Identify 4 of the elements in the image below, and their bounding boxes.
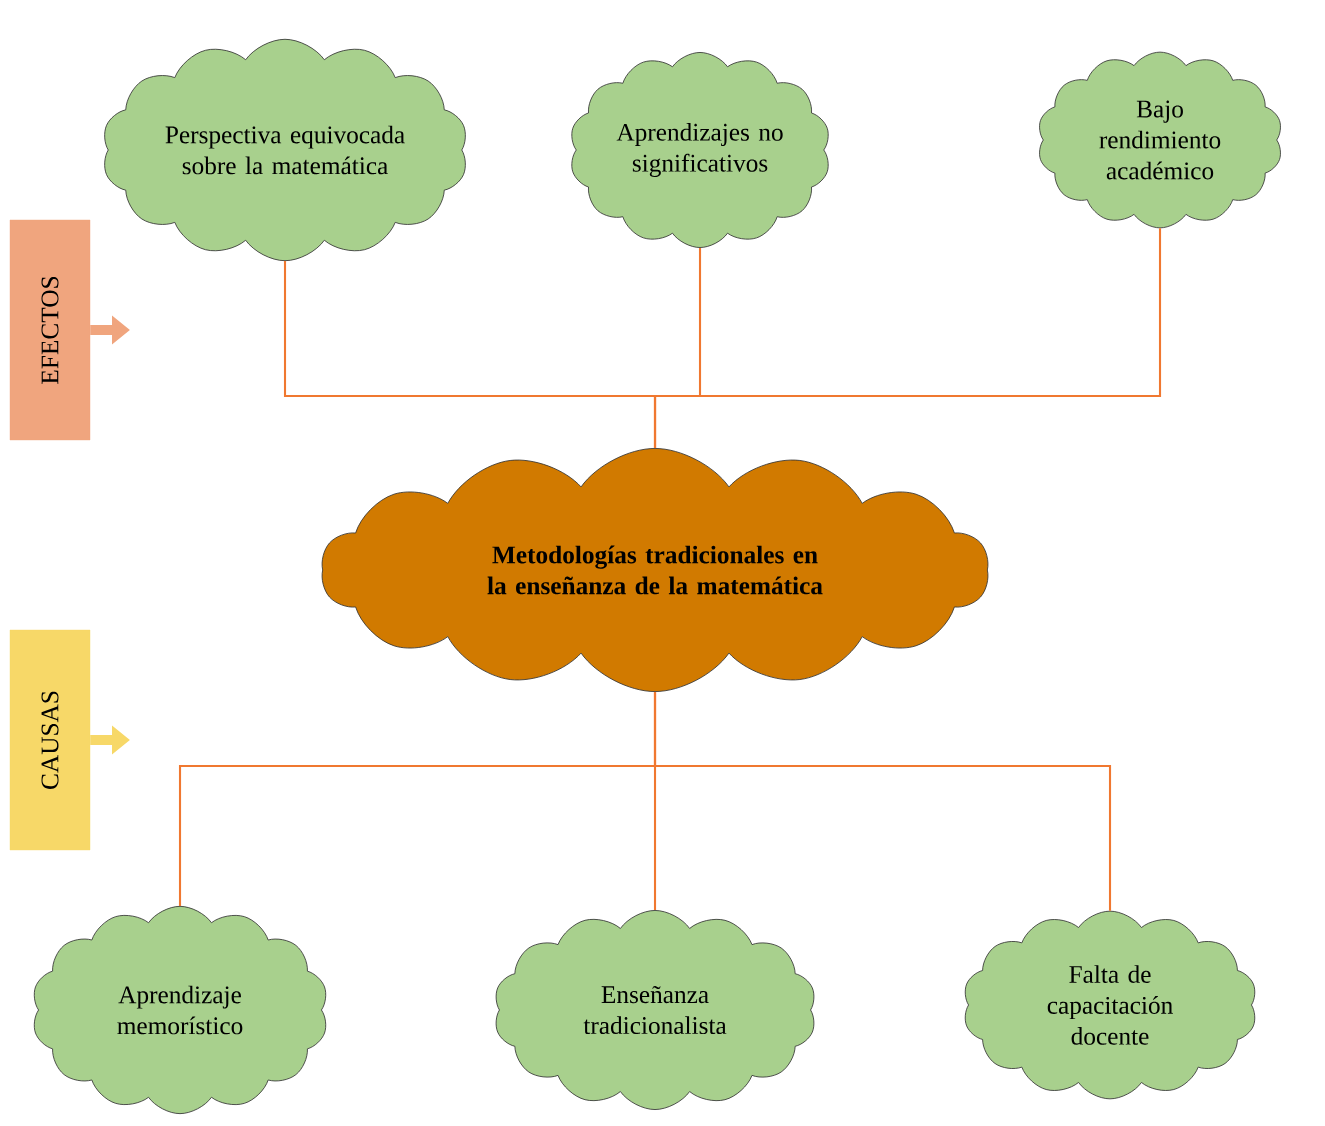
label-band: EFECTOS xyxy=(9,219,91,441)
label-band: CAUSAS xyxy=(9,629,91,851)
connector-line xyxy=(653,692,1112,911)
connector-line xyxy=(653,228,1162,448)
